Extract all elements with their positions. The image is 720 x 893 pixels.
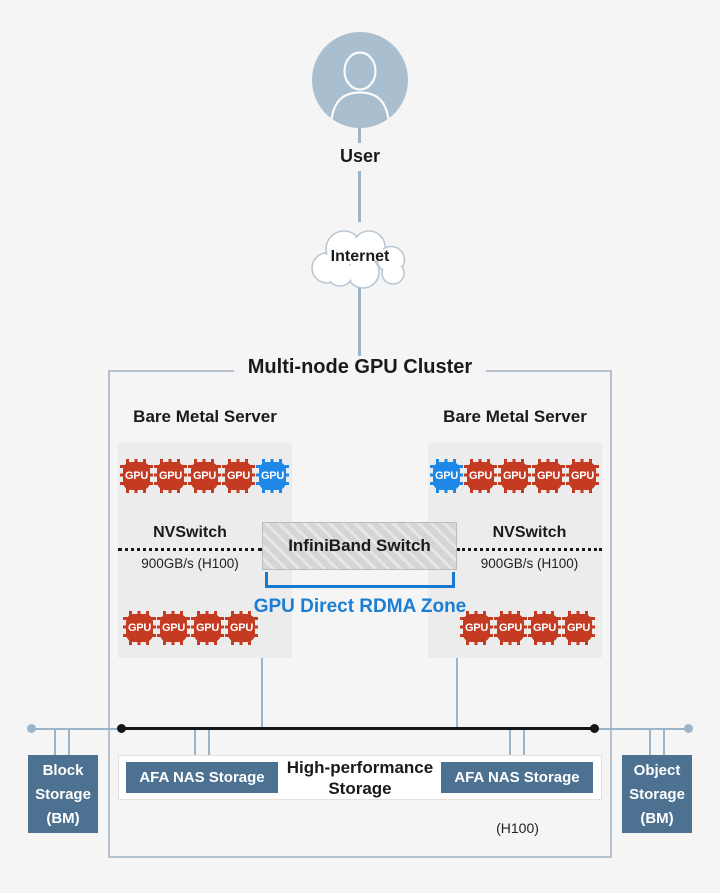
cloud-icon — [311, 230, 406, 289]
gpu-chip-label: GPU — [565, 614, 592, 642]
infiniband-switch-box: InfiniBand Switch — [262, 522, 457, 570]
gpu-chip: GPU — [123, 611, 156, 645]
person-silhouette-icon — [312, 32, 408, 128]
object-storage-line1: Object — [633, 762, 681, 779]
connector-user-to-label — [358, 128, 361, 143]
bus-endpoint-dot-right — [684, 724, 693, 733]
user-label: User — [339, 146, 381, 166]
high-performance-line2: Storage — [328, 778, 392, 798]
nvswitch-right-label: NVSwitch — [492, 524, 567, 541]
gpu-chip: GPU — [494, 611, 527, 645]
object-storage-line3: (BM) — [640, 810, 674, 827]
gpu-chip: GPU — [222, 459, 255, 493]
rdma-zone-bracket — [265, 572, 455, 588]
gpu-chip-label: GPU — [191, 462, 218, 490]
user-avatar-icon — [312, 32, 408, 128]
gpu-chip-label: GPU — [157, 462, 184, 490]
afa-nas-storage-right-box: AFA NAS Storage — [441, 762, 593, 793]
rdma-zone-label: GPU Direct RDMA Zone — [253, 596, 467, 617]
afa-nas-storage-left-label: AFA NAS Storage — [139, 769, 265, 786]
block-storage-line3: (BM) — [46, 810, 80, 827]
gpu-chip: GPU — [120, 459, 153, 493]
connector-server-right-to-bus — [456, 658, 458, 729]
bus-endpoint-dot-left — [27, 724, 36, 733]
gpu-chip-label: GPU — [531, 614, 558, 642]
gpu-chip: GPU — [566, 459, 599, 493]
gpu-chip: GPU — [154, 459, 187, 493]
bare-metal-server-left-title: Bare Metal Server — [133, 407, 277, 426]
infiniband-switch-label: InfiniBand Switch — [288, 536, 431, 555]
connector-nas-left-1 — [194, 730, 196, 762]
gpu-chip-label: GPU — [123, 462, 150, 490]
gpu-chip: GPU — [157, 611, 190, 645]
nvswitch-right-bandwidth: 900GB/s (H100) — [480, 556, 579, 571]
connector-block-storage-1 — [54, 730, 56, 755]
gpu-chip-label: GPU — [535, 462, 562, 490]
gpu-chip-label: GPU — [569, 462, 596, 490]
connector-nas-right-2 — [523, 730, 525, 762]
gpu-chip: GPU — [498, 459, 531, 493]
gpu-chip: GPU — [464, 459, 497, 493]
gpu-chip-label: GPU — [225, 462, 252, 490]
high-performance-storage-label: High-performance Storage — [285, 758, 435, 799]
block-storage-line1: Block — [42, 762, 84, 779]
object-storage-line2: Storage — [629, 786, 685, 803]
gpu-chip-rdma: GPU — [430, 459, 463, 493]
connector-server-left-to-bus — [261, 658, 263, 729]
nvswitch-left-bandwidth: 900GB/s (H100) — [141, 556, 239, 571]
gpu-chip-label: GPU — [501, 462, 528, 490]
gpu-chip-label: GPU — [194, 614, 221, 642]
gpu-chip: GPU — [532, 459, 565, 493]
gpu-row-right-top: GPU GPU GPU GPU GPU — [430, 459, 599, 493]
nvswitch-left-label: NVSwitch — [153, 524, 227, 541]
storage-bus-black-line — [121, 727, 595, 730]
gpu-row-right-bottom: GPU GPU GPU GPU — [460, 611, 595, 645]
nvswitch-right-dotted-line — [457, 548, 602, 551]
nvswitch-left-dotted-line — [118, 548, 262, 551]
cluster-title-wrap: Multi-node GPU Cluster — [108, 356, 612, 379]
gpu-chip-rdma: GPU — [256, 459, 289, 493]
gpu-row-left-bottom: GPU GPU GPU GPU — [123, 611, 258, 645]
gpu-chip-label: GPU — [160, 614, 187, 642]
connector-object-storage-2 — [663, 730, 665, 755]
high-performance-line1: High-performance — [286, 758, 434, 777]
object-storage-box: Object Storage (BM) — [622, 755, 692, 833]
internet-cloud: Internet — [300, 218, 420, 296]
block-storage-line2: Storage — [35, 786, 91, 803]
connector-nas-right-1 — [509, 730, 511, 762]
connector-label-to-cloud — [358, 171, 361, 222]
cluster-title: Multi-node GPU Cluster — [233, 356, 487, 379]
block-storage-box: Block Storage (BM) — [28, 755, 98, 833]
gpu-chip: GPU — [460, 611, 493, 645]
connector-block-storage-2 — [68, 730, 70, 755]
gpu-chip-label: GPU — [126, 614, 153, 642]
afa-nas-storage-left-box: AFA NAS Storage — [126, 762, 278, 793]
gpu-chip-label: GPU — [259, 462, 286, 490]
bus-black-dot-left — [117, 724, 126, 733]
gpu-chip-label: GPU — [463, 614, 490, 642]
gpu-row-left-top: GPU GPU GPU GPU GPU — [120, 459, 289, 493]
gpu-chip-label: GPU — [433, 462, 460, 490]
connector-nas-left-2 — [208, 730, 210, 762]
gpu-chip-label: GPU — [497, 614, 524, 642]
bare-metal-server-right-title: Bare Metal Server — [443, 407, 587, 426]
gpu-chip: GPU — [528, 611, 561, 645]
connector-cloud-to-cluster — [358, 288, 361, 370]
afa-nas-storage-right-label: AFA NAS Storage — [454, 769, 580, 786]
gpu-chip: GPU — [191, 611, 224, 645]
gpu-chip-label: GPU — [228, 614, 255, 642]
h100-note: (H100) — [496, 820, 539, 836]
gpu-chip: GPU — [188, 459, 221, 493]
bus-black-dot-right — [590, 724, 599, 733]
gpu-chip: GPU — [562, 611, 595, 645]
gpu-chip-label: GPU — [467, 462, 494, 490]
gpu-chip: GPU — [225, 611, 258, 645]
internet-label: Internet — [330, 248, 390, 265]
connector-object-storage-1 — [649, 730, 651, 755]
